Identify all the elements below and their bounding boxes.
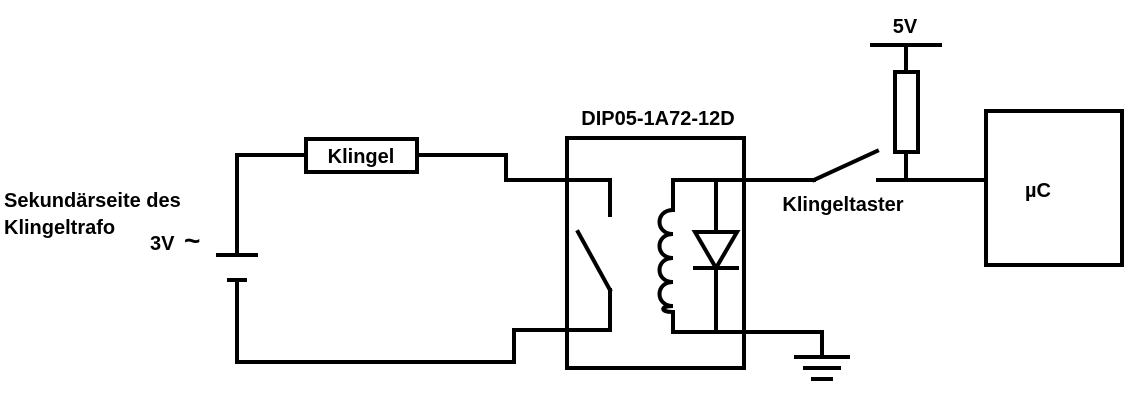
mcu-box (984, 109, 1124, 267)
mcu-component: µC (984, 109, 1124, 267)
resistor-body (893, 70, 920, 154)
supply-label: 5V (893, 16, 918, 38)
mcu-label: µC (1025, 180, 1051, 202)
button-label: Klingeltaster (782, 194, 903, 216)
source-label-line2: Klingeltrafo (4, 217, 115, 239)
bell-box (304, 137, 419, 174)
relay-coil (657, 207, 676, 315)
ac-symbol: ~ (184, 225, 200, 256)
relay-component: DIP05-1A72-12D (565, 108, 824, 370)
resistor-component: 5V (870, 16, 988, 182)
source-label-line1: Sekundärseite des (4, 190, 181, 212)
primary-wires (235, 153, 612, 364)
switch-lever (811, 148, 880, 183)
button-switch: Klingeltaster (742, 148, 904, 216)
bell-component: Klingel (304, 137, 419, 174)
relay-label: DIP05-1A72-12D (581, 108, 734, 130)
relay-switch-blade (575, 229, 613, 293)
ground-icon (794, 355, 850, 381)
diode-icon (691, 230, 741, 272)
relay-package (565, 136, 746, 370)
source-voltage-label: 3V (150, 233, 175, 255)
ac-source (216, 253, 258, 282)
bell-label: Klingel (328, 146, 395, 168)
